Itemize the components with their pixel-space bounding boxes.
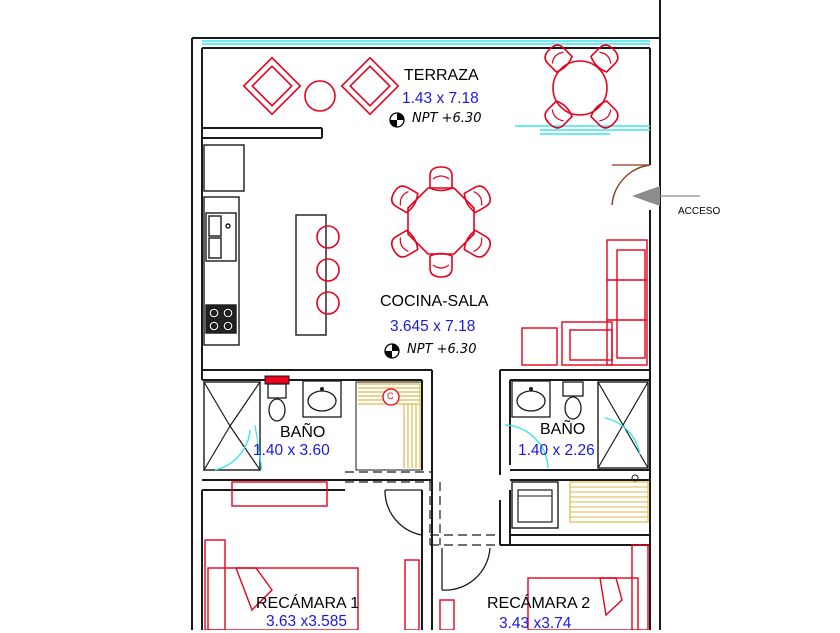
- terraza-dims: 1.43 x 7.18: [402, 90, 479, 107]
- dining-table: [387, 166, 495, 278]
- recamara2-name: RECÁMARA 2: [487, 595, 591, 612]
- cocina-npt: NPT +6.30: [407, 342, 477, 357]
- closet-marker-label: C: [387, 391, 394, 401]
- bathroom-1-fixtures: [203, 375, 342, 471]
- windows: [202, 40, 650, 135]
- bar-stools: [316, 225, 340, 315]
- terraza-name: TERRAZA: [404, 67, 479, 84]
- entry-door: [611, 164, 700, 206]
- level-marker-icon: [389, 112, 405, 128]
- laundry: [511, 481, 649, 529]
- recamara1-name: RECÁMARA 1: [256, 595, 360, 612]
- acceso-label: ACCESO: [678, 206, 721, 217]
- cocina-name: COCINA-SALA: [380, 293, 489, 310]
- recamara1-dims: 3.63 x3.585: [266, 613, 348, 630]
- terraza-furniture: [242, 40, 623, 133]
- bano2-dims: 1.40 x 2.26: [518, 442, 595, 459]
- bano1-name: BAÑO: [280, 424, 326, 441]
- bedroom-furniture: [204, 481, 649, 630]
- bedroom-doors: [384, 489, 491, 591]
- level-marker-icon: [384, 343, 400, 359]
- closet-marker: [382, 388, 400, 406]
- bano2-name: BAÑO: [540, 421, 586, 438]
- kitchen-counter: [203, 144, 327, 346]
- sofa: [521, 239, 648, 366]
- cocina-dims: 3.645 x 7.18: [390, 318, 476, 335]
- hidden-lines: [345, 471, 500, 546]
- bathroom-2-fixtures: [504, 380, 649, 482]
- recamara2-dims: 3.43 x3.74: [499, 615, 572, 632]
- terraza-npt: NPT +6.30: [412, 111, 482, 126]
- bano1-dims: 1.40 x 3.60: [253, 442, 330, 459]
